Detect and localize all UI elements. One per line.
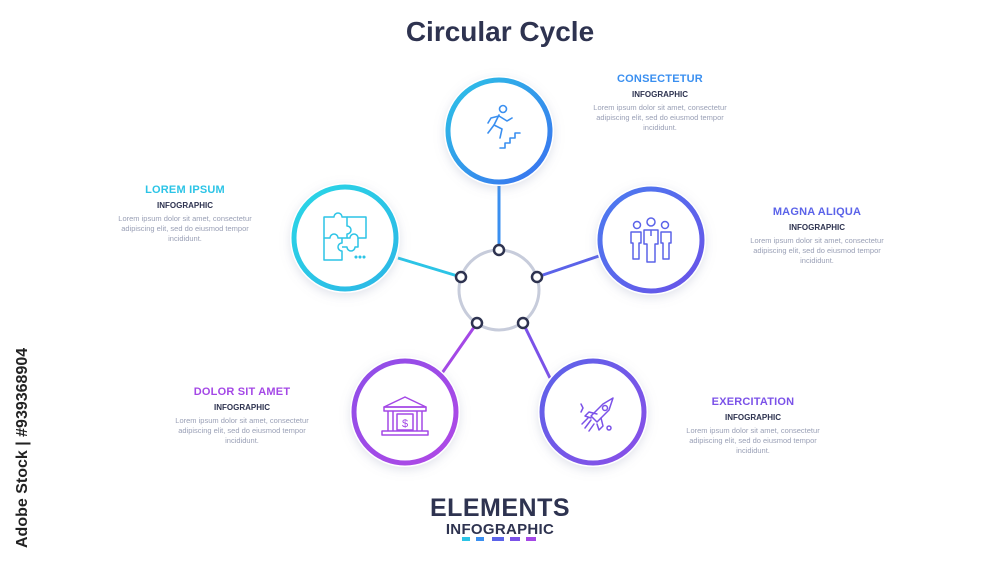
brand-logo: ELEMENTS INFOGRAPHIC [0, 496, 1000, 539]
joint-bottom-right [516, 316, 530, 330]
heading-exercitation: EXERCITATION [711, 396, 795, 408]
brand-dot-5 [526, 537, 536, 541]
body-dolor-sit-amet: Lorem ipsum dolor sit amet, consectetur … [175, 416, 309, 445]
heading-magna-aliqua: MAGNA ALIQUA [772, 206, 862, 218]
heading-consectetur: CONSECTETUR [617, 73, 703, 85]
sub-lorem-ipsum: INFOGRAPHIC [157, 201, 213, 210]
ring-joints [454, 243, 544, 330]
connector-bottom-left [438, 322, 479, 377]
node-magna-aliqua [596, 185, 706, 295]
heading-lorem-ipsum: LOREM IPSUM [145, 184, 225, 196]
watermark-text: Adobe Stock | #939368904 [14, 347, 31, 548]
joint-left [454, 270, 468, 284]
joint-right [530, 270, 544, 284]
text-block-exercitation: EXERCITATION INFOGRAPHIC Lorem ipsum dol… [683, 396, 823, 456]
joint-top [492, 243, 506, 257]
sub-exercitation: INFOGRAPHIC [725, 413, 781, 422]
page-title: Circular Cycle [405, 16, 595, 47]
text-block-lorem-ipsum: LOREM IPSUM INFOGRAPHIC Lorem ipsum dolo… [115, 184, 255, 244]
running-upstairs-icon [487, 104, 521, 149]
team-icon [630, 217, 672, 263]
node-lorem-ipsum [290, 183, 400, 293]
sub-magna-aliqua: INFOGRAPHIC [789, 223, 845, 232]
brand-line1: ELEMENTS [429, 494, 571, 522]
body-consectetur: Lorem ipsum dolor sit amet, consectetur … [593, 103, 727, 132]
bank-icon: $ [381, 396, 429, 436]
node-exercitation [538, 357, 648, 467]
body-exercitation: Lorem ipsum dolor sit amet, consectetur … [686, 426, 820, 455]
node-consectetur [444, 76, 554, 186]
brand-line2: INFOGRAPHIC [445, 521, 555, 538]
brand-dot-3 [492, 537, 504, 541]
heading-dolor-sit-amet: DOLOR SIT AMET [193, 386, 291, 398]
brand-dot-2 [476, 537, 484, 541]
node-dolor-sit-amet: $ [350, 357, 460, 467]
text-block-consectetur: CONSECTETUR INFOGRAPHIC Lorem ipsum dolo… [590, 73, 730, 133]
text-block-dolor-sit-amet: DOLOR SIT AMET INFOGRAPHIC Lorem ipsum d… [172, 386, 312, 446]
connector-bottom-right [521, 322, 552, 379]
puzzle-icon [323, 212, 367, 261]
brand-dot-1 [462, 537, 470, 541]
connector-right [536, 253, 603, 279]
brand-dots [462, 537, 542, 543]
connectors [397, 185, 603, 379]
brand-dot-4 [510, 537, 520, 541]
sub-dolor-sit-amet: INFOGRAPHIC [214, 403, 270, 412]
svg-text:$: $ [402, 418, 408, 430]
sub-consectetur: INFOGRAPHIC [632, 90, 688, 99]
joint-bottom-left [470, 316, 484, 330]
text-block-magna-aliqua: MAGNA ALIQUA INFOGRAPHIC Lorem ipsum dol… [747, 206, 887, 266]
body-lorem-ipsum: Lorem ipsum dolor sit amet, consectetur … [118, 214, 252, 243]
watermark: Adobe Stock | #939368904 [6, 322, 36, 552]
center-ring [457, 248, 541, 332]
connector-left [397, 256, 462, 279]
rocket-icon [580, 397, 614, 432]
body-magna-aliqua: Lorem ipsum dolor sit amet, consectetur … [750, 236, 884, 265]
